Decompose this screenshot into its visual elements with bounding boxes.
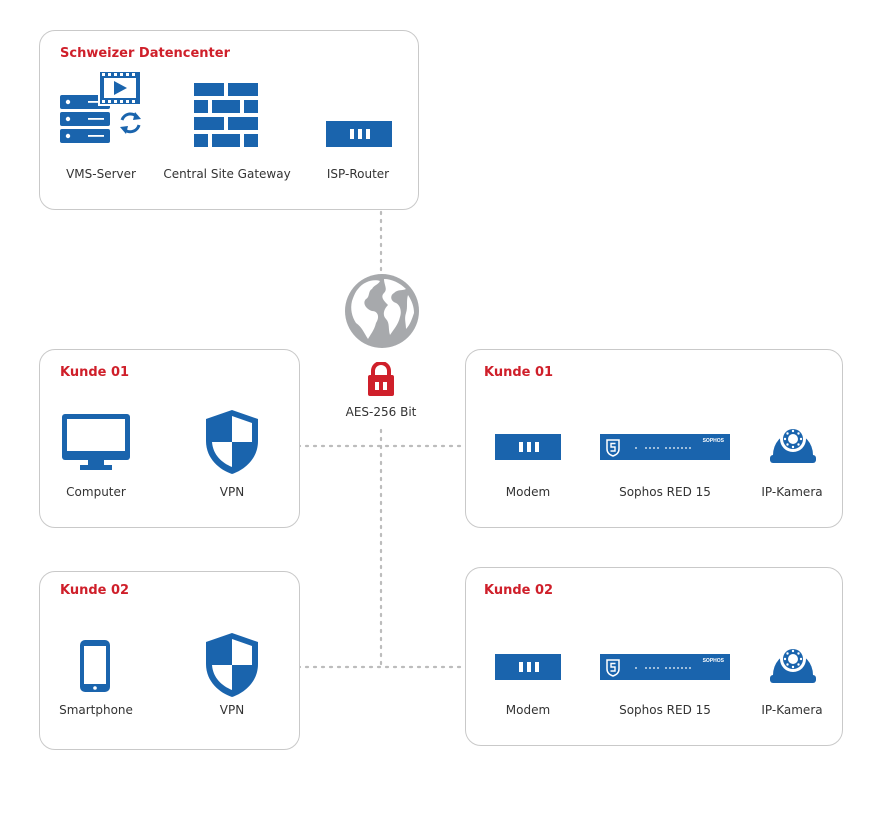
vms-server-label: VMS-Server	[66, 167, 136, 181]
right-customer-2-title: Kunde 02	[484, 583, 554, 598]
sophos-brand-text: SOPHOS	[703, 658, 725, 664]
sophos-brand-text: SOPHOS	[703, 438, 725, 444]
datacenter-title: Schweizer Datencenter	[60, 46, 230, 61]
sophos-red-label-1: Sophos RED 15	[619, 485, 711, 499]
vpn-label-2: VPN	[219, 703, 245, 717]
sophos-red-label-2: Sophos RED 15	[619, 703, 711, 717]
gateway-label: Central Site Gateway	[163, 167, 291, 181]
computer-monitor-icon	[62, 414, 130, 470]
modem-label-2: Modem	[505, 703, 551, 717]
modem-label-1: Modem	[505, 485, 551, 499]
left-customer-2-title: Kunde 02	[60, 583, 130, 598]
ip-camera-icon	[770, 426, 816, 463]
smartphone-icon	[80, 640, 110, 692]
vpn-shield-icon	[206, 410, 258, 474]
computer-label: Computer	[66, 485, 126, 499]
ip-camera-label-1: IP-Kamera	[761, 485, 823, 499]
modem-icon	[495, 654, 561, 680]
globe-icon	[345, 274, 419, 348]
right-customer-1-title: Kunde 01	[484, 365, 554, 380]
ip-camera-label-2: IP-Kamera	[761, 703, 823, 717]
router-label: ISP-Router	[326, 167, 390, 181]
router-icon	[326, 121, 392, 147]
encryption-label: AES-256 Bit	[345, 405, 417, 419]
vpn-shield-icon	[206, 633, 258, 697]
smartphone-label: Smartphone	[59, 703, 133, 717]
sophos-red-icon: SOPHOS	[600, 434, 730, 460]
lock-icon	[368, 362, 394, 396]
left-customer-1-title: Kunde 01	[60, 365, 130, 380]
modem-icon	[495, 434, 561, 460]
ip-camera-icon	[770, 646, 816, 683]
vms-server-icon	[60, 70, 142, 143]
firewall-icon	[194, 83, 258, 147]
vpn-label-1: VPN	[219, 485, 245, 499]
sophos-red-icon: SOPHOS	[600, 654, 730, 680]
